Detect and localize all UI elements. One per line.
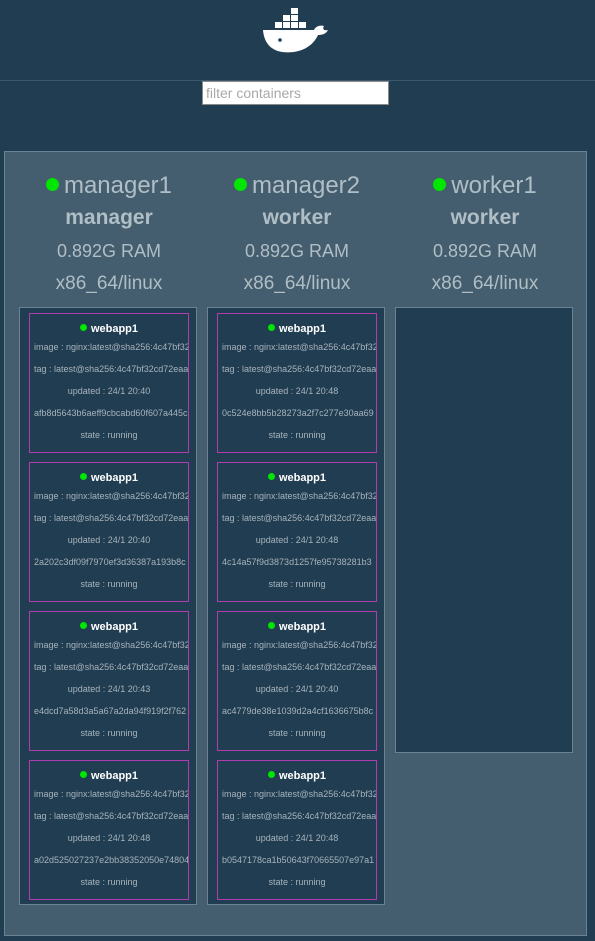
filter-containers-input[interactable] xyxy=(202,81,389,105)
container-status-dot xyxy=(79,473,87,480)
node-name: manager1 xyxy=(63,172,173,199)
container-id: b0547178ca1b50643f70665507e97a1 xyxy=(222,855,375,865)
container-tag: tag : latest@sha256:4c47bf32cd72eaa9c21d… xyxy=(222,364,377,374)
container-image: image : nginx:latest@sha256:4c47bf32cd72… xyxy=(34,789,188,799)
container-tag: tag : latest@sha256:4c47bf32cd72eaa9c21d… xyxy=(222,662,377,672)
container-state: state : running xyxy=(268,579,326,589)
node-status-dot xyxy=(45,178,59,192)
container-tag: tag : latest@sha256:4c47bf32cd72eaa9c21d… xyxy=(34,811,189,821)
node-ram: 0.892G RAM xyxy=(56,241,162,261)
container-updated: updated : 24/1 20:48 xyxy=(255,386,339,396)
container-tag: tag : latest@sha256:4c47bf32cd72eaa9c21d… xyxy=(34,513,189,523)
container-id: 0c524e8bb5b28273a2f7c277e30aa69 xyxy=(222,408,374,418)
node-ram: 0.892G RAM xyxy=(244,241,350,261)
container-id: a02d525027237e2bb38352050e74804 xyxy=(34,855,189,865)
container-name: webapp1 xyxy=(278,770,327,782)
node-role: worker xyxy=(450,206,520,229)
container-name: webapp1 xyxy=(278,323,327,335)
container-name: webapp1 xyxy=(278,621,327,633)
container-state: state : running xyxy=(80,579,138,589)
container-card[interactable]: webapp1 image : nginx:latest@sha256:4c47… xyxy=(217,313,377,453)
node-os: x86_64/linux xyxy=(431,273,539,294)
node-worker1: worker1 worker 0.892G RAM x86_64/linux xyxy=(395,152,575,300)
container-updated: updated : 24/1 20:43 xyxy=(67,684,151,694)
node-manager2: manager2 worker 0.892G RAM x86_64/linux xyxy=(207,152,387,300)
container-updated: updated : 24/1 20:48 xyxy=(255,535,339,545)
swarm-board: manager1 manager 0.892G RAM x86_64/linux… xyxy=(4,151,587,936)
node-name: manager2 xyxy=(251,172,361,199)
container-status-dot xyxy=(79,771,87,778)
node-containers-manager2: webapp1 image : nginx:latest@sha256:4c47… xyxy=(207,307,385,905)
container-id: ac4779de38e1039d2a4cf1636675b8c xyxy=(222,706,374,716)
node-ram: 0.892G RAM xyxy=(432,241,538,261)
container-updated: updated : 24/1 20:40 xyxy=(67,386,151,396)
container-status-dot xyxy=(267,324,275,331)
container-image: image : nginx:latest@sha256:4c47bf32cd72… xyxy=(222,789,376,799)
container-status-dot xyxy=(79,622,87,629)
node-status-dot xyxy=(233,178,247,192)
container-image: image : nginx:latest@sha256:4c47bf32cd72… xyxy=(222,640,376,650)
container-id: afb8d5643b6aeff9cbcabd60f607a445c xyxy=(34,408,188,418)
container-state: state : running xyxy=(268,728,326,738)
container-card[interactable]: webapp1 image : nginx:latest@sha256:4c47… xyxy=(29,611,189,751)
container-id: e4dcd7a58d3a5a67a2da94f919f2f762 xyxy=(34,706,187,716)
container-name: webapp1 xyxy=(90,323,139,335)
node-os: x86_64/linux xyxy=(55,273,163,294)
container-tag: tag : latest@sha256:4c47bf32cd72eaa9c21d… xyxy=(222,811,377,821)
container-updated: updated : 24/1 20:40 xyxy=(255,684,339,694)
container-state: state : running xyxy=(80,728,138,738)
node-role: manager xyxy=(65,206,153,229)
node-status-dot xyxy=(433,178,447,192)
container-id: 4c14a57f9d3873d1257fe95738281b3 xyxy=(222,557,372,567)
container-card[interactable]: webapp1 image : nginx:latest@sha256:4c47… xyxy=(217,760,377,900)
node-os: x86_64/linux xyxy=(243,273,351,294)
container-updated: updated : 24/1 20:48 xyxy=(67,833,151,843)
container-card[interactable]: webapp1 image : nginx:latest@sha256:4c47… xyxy=(29,462,189,602)
node-manager1: manager1 manager 0.892G RAM x86_64/linux xyxy=(19,152,199,300)
container-name: webapp1 xyxy=(90,770,139,782)
container-tag: tag : latest@sha256:4c47bf32cd72eaa9c21d… xyxy=(34,364,189,374)
container-image: image : nginx:latest@sha256:4c47bf32cd72… xyxy=(34,640,188,650)
node-containers-worker1 xyxy=(395,307,573,753)
container-image: image : nginx:latest@sha256:4c47bf32cd72… xyxy=(222,491,376,501)
container-name: webapp1 xyxy=(90,621,139,633)
container-state: state : running xyxy=(268,430,326,440)
container-card[interactable]: webapp1 image : nginx:latest@sha256:4c47… xyxy=(29,313,189,453)
container-card[interactable]: webapp1 image : nginx:latest@sha256:4c47… xyxy=(217,611,377,751)
container-updated: updated : 24/1 20:40 xyxy=(67,535,151,545)
container-status-dot xyxy=(79,324,87,331)
node-containers-manager1: webapp1 image : nginx:latest@sha256:4c47… xyxy=(19,307,197,905)
container-updated: updated : 24/1 20:48 xyxy=(255,833,339,843)
container-card[interactable]: webapp1 image : nginx:latest@sha256:4c47… xyxy=(217,462,377,602)
container-image: image : nginx:latest@sha256:4c47bf32cd72… xyxy=(34,342,188,352)
container-state: state : running xyxy=(80,877,138,887)
node-role: worker xyxy=(262,206,332,229)
container-tag: tag : latest@sha256:4c47bf32cd72eaa9c21d… xyxy=(222,513,377,523)
container-status-dot xyxy=(267,473,275,480)
container-name: webapp1 xyxy=(278,472,327,484)
container-tag: tag : latest@sha256:4c47bf32cd72eaa9c21d… xyxy=(34,662,189,672)
container-state: state : running xyxy=(80,430,138,440)
container-status-dot xyxy=(267,622,275,629)
container-id: 2a202c3df09f7970ef3d36387a193b8c xyxy=(34,557,186,567)
container-image: image : nginx:latest@sha256:4c47bf32cd72… xyxy=(222,342,376,352)
container-state: state : running xyxy=(268,877,326,887)
container-card[interactable]: webapp1 image : nginx:latest@sha256:4c47… xyxy=(29,760,189,900)
container-status-dot xyxy=(267,771,275,778)
container-image: image : nginx:latest@sha256:4c47bf32cd72… xyxy=(34,491,188,501)
header xyxy=(0,0,595,81)
docker-whale-icon xyxy=(262,6,330,56)
container-name: webapp1 xyxy=(90,472,139,484)
node-name: worker1 xyxy=(451,172,537,199)
